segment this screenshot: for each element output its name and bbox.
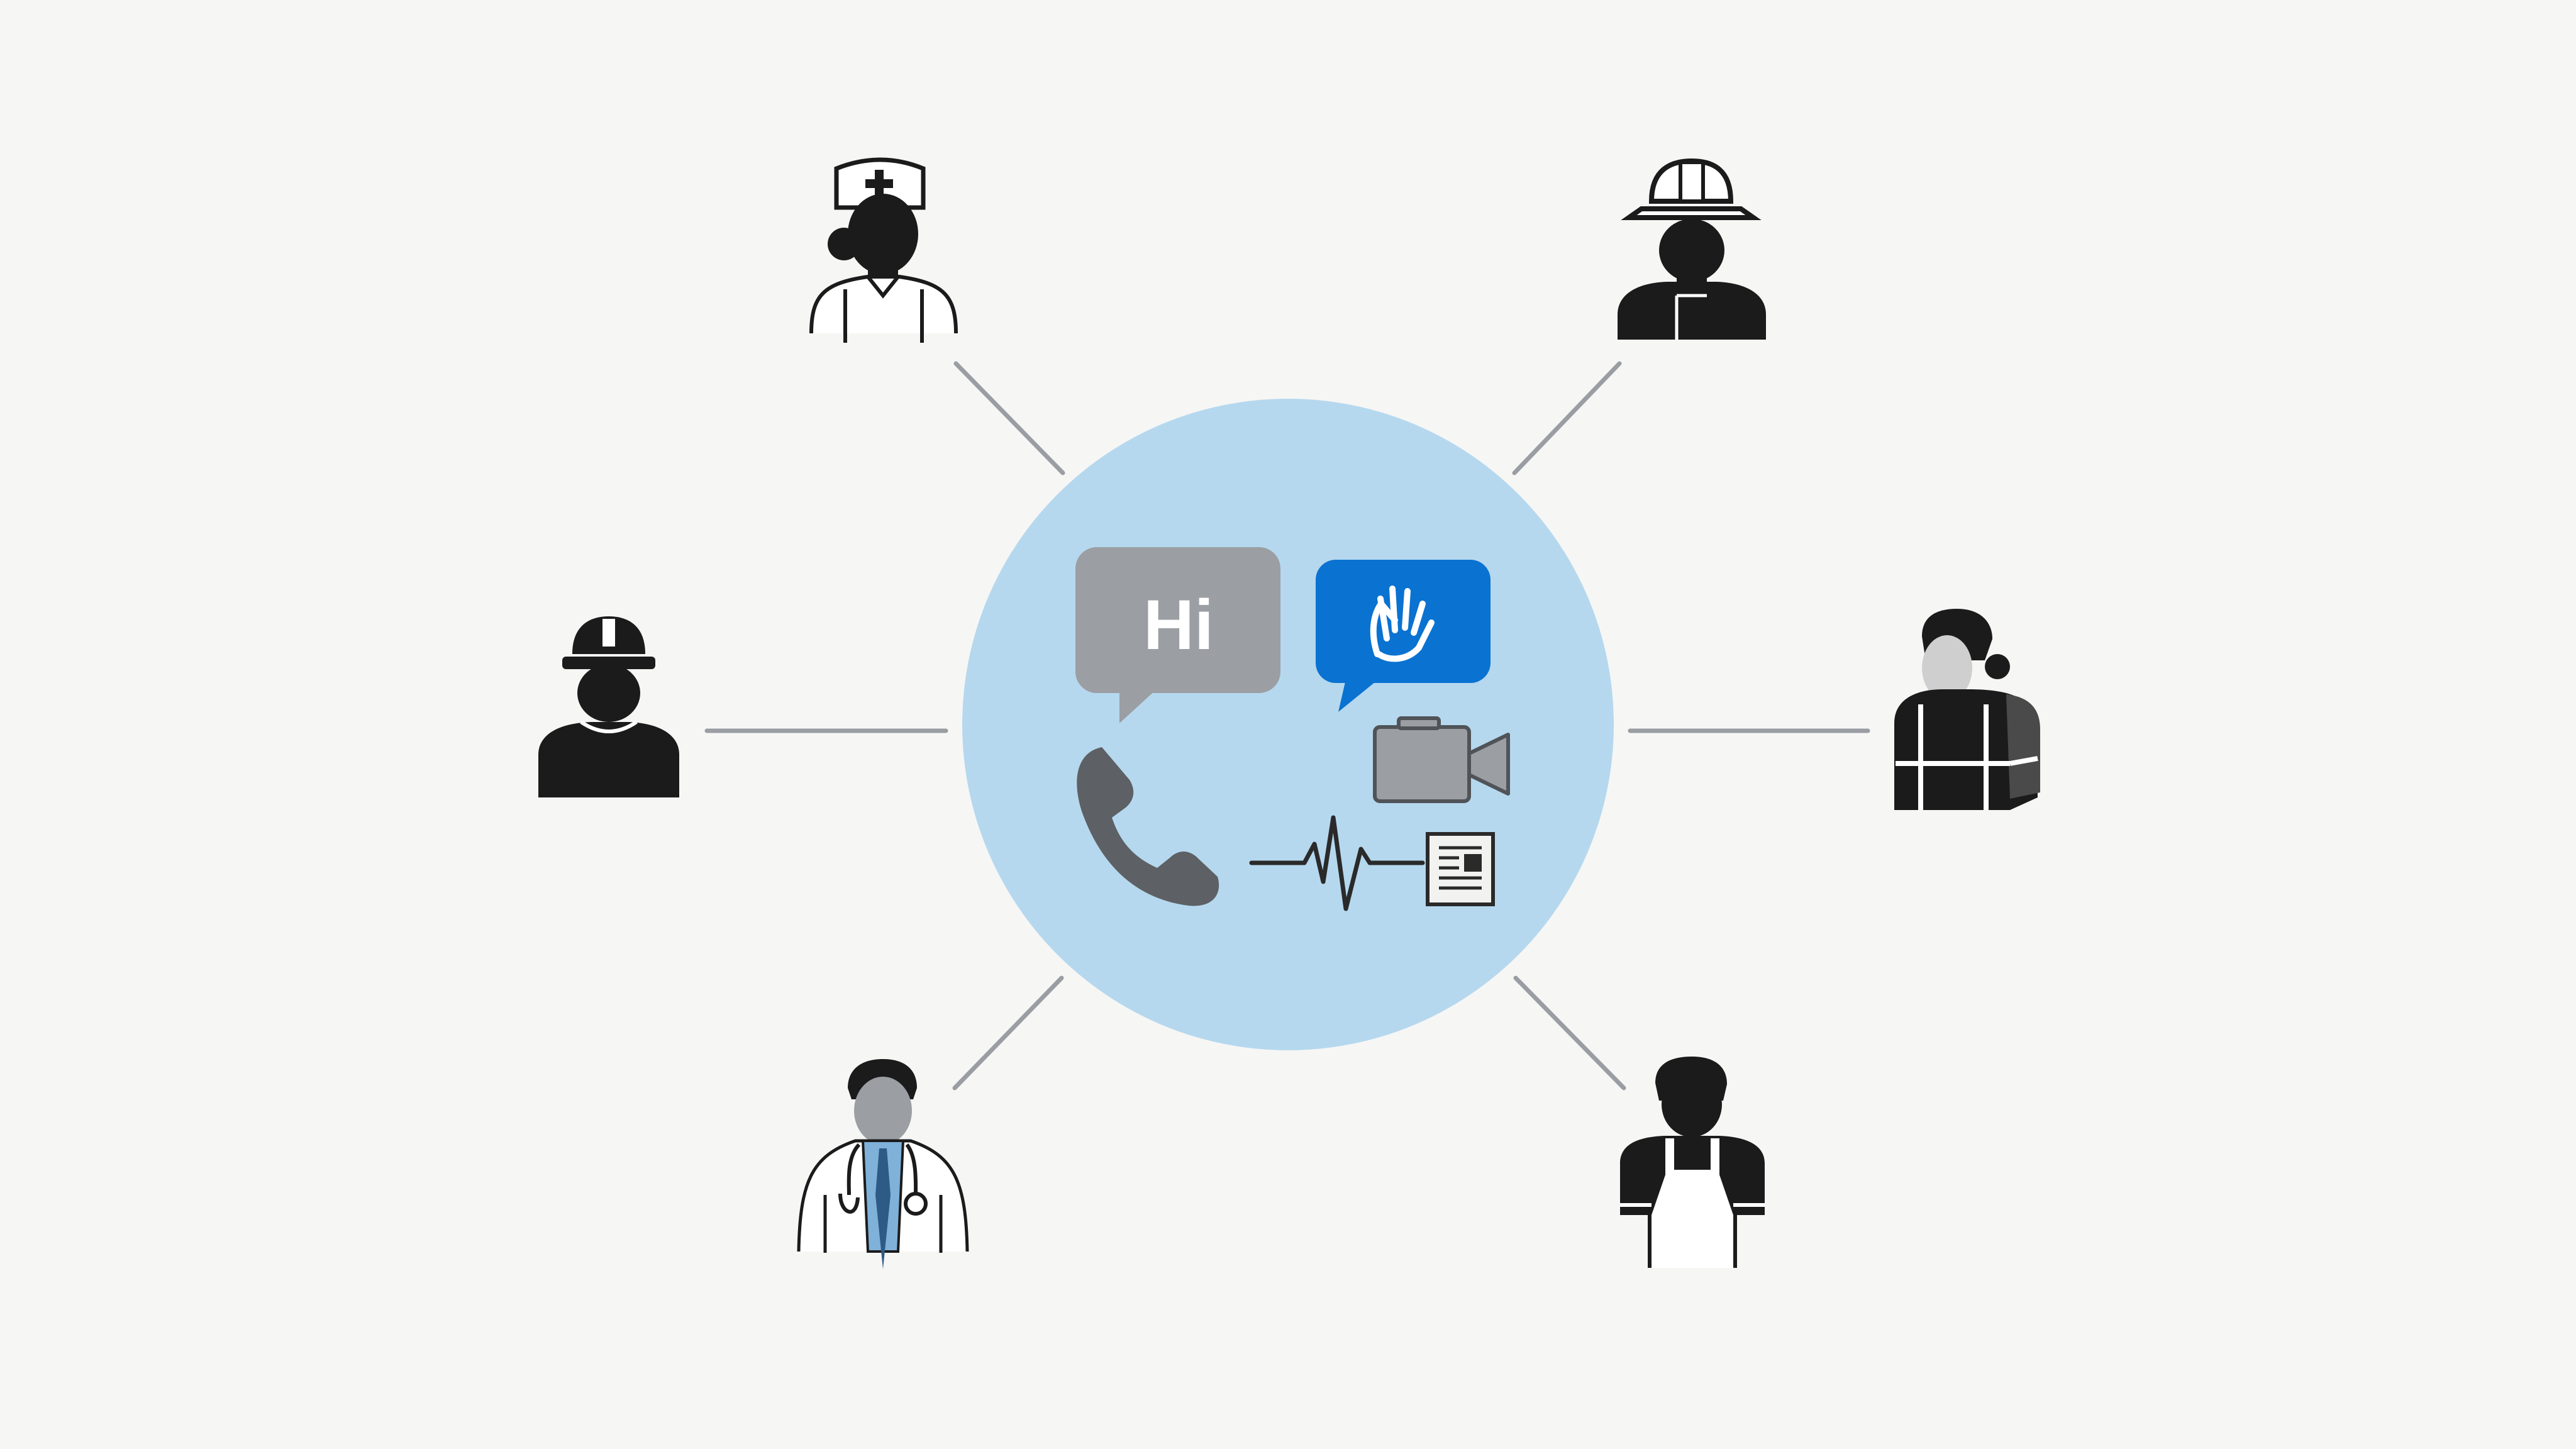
- phone-icon: [1077, 747, 1219, 906]
- heartbeat-line-icon: [1249, 815, 1425, 911]
- connector-bottom-left: [952, 975, 1064, 1091]
- connector-top-right: [1512, 361, 1622, 475]
- sign-language-hand-icon: [1316, 560, 1491, 712]
- hard-hat-worker-icon: [538, 616, 679, 797]
- greeting-text: Hi: [1143, 586, 1214, 664]
- connector-top-left: [953, 361, 1065, 475]
- video-camera-icon: [1373, 716, 1510, 803]
- document-icon: [1426, 832, 1495, 906]
- apron-worker-icon: [1620, 1057, 1765, 1268]
- connectors: [704, 361, 1870, 1091]
- communication-hub: Hi: [962, 399, 1614, 1050]
- firefighter-icon: [1618, 158, 1766, 340]
- hub-circle: [962, 399, 1614, 1050]
- speech-bubble-icon: Hi: [1075, 547, 1280, 723]
- paramedic-icon: [1894, 609, 2040, 810]
- nurse-icon: [809, 157, 958, 343]
- connector-bottom-right: [1513, 975, 1626, 1091]
- doctor-icon: [797, 1059, 969, 1269]
